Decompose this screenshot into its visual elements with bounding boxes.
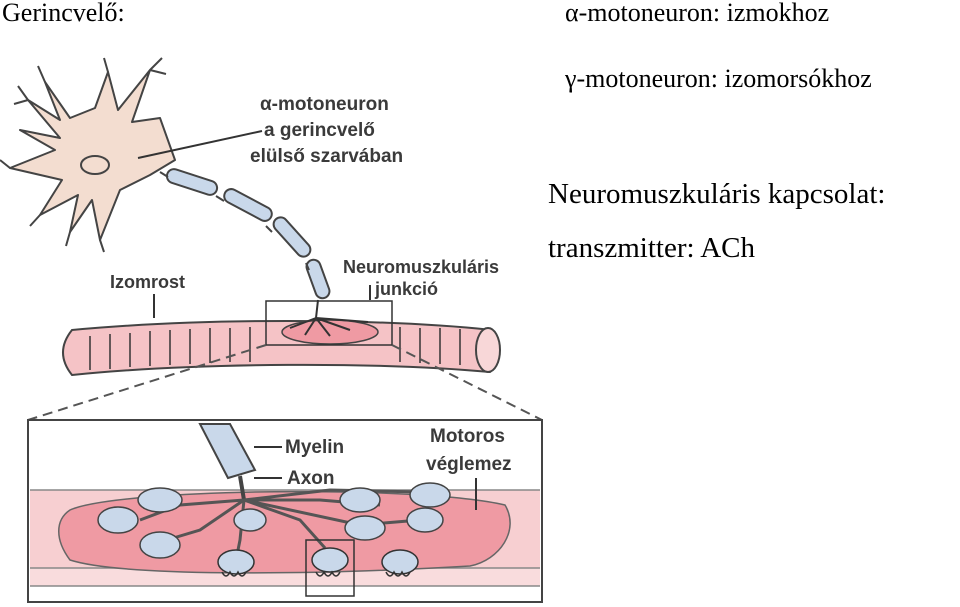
neuromuscular-junction-heading: Neuromuszkuláris kapcsolat:: [548, 178, 886, 210]
junction-label-line1: Neuromuszkuláris: [343, 257, 499, 277]
gamma-motoneuron-note: γ-motoneuron: izomorsókhoz: [565, 64, 872, 93]
myelinated-axon: [165, 168, 331, 300]
junction-label-line2: junkció: [374, 279, 438, 299]
transmitter-note: transzmitter: ACh: [548, 232, 755, 264]
neuron-label-line2: a gerincvelő: [264, 120, 375, 141]
alpha-motoneuron-note: α-motoneuron: izmokhoz: [565, 0, 830, 27]
endplate-label-line2: véglemez: [426, 454, 512, 475]
myelin-label: Myelin: [285, 437, 344, 458]
muscle-fiber-label: Izomrost: [110, 272, 185, 292]
axon-label: Axon: [287, 468, 335, 489]
spinal-cord-heading: Gerincvelő:: [2, 0, 125, 27]
neuron-label-line3: elülső szarvában: [250, 146, 403, 167]
synaptic-terminals: [217, 547, 419, 575]
muscle-fiber: [62, 299, 501, 377]
neuron-cell-body: [0, 57, 176, 253]
endplate-label-line1: Motoros: [430, 426, 505, 447]
endplate-detail: [27, 419, 543, 603]
neuron-label-line1: α-motoneuron: [260, 94, 389, 115]
